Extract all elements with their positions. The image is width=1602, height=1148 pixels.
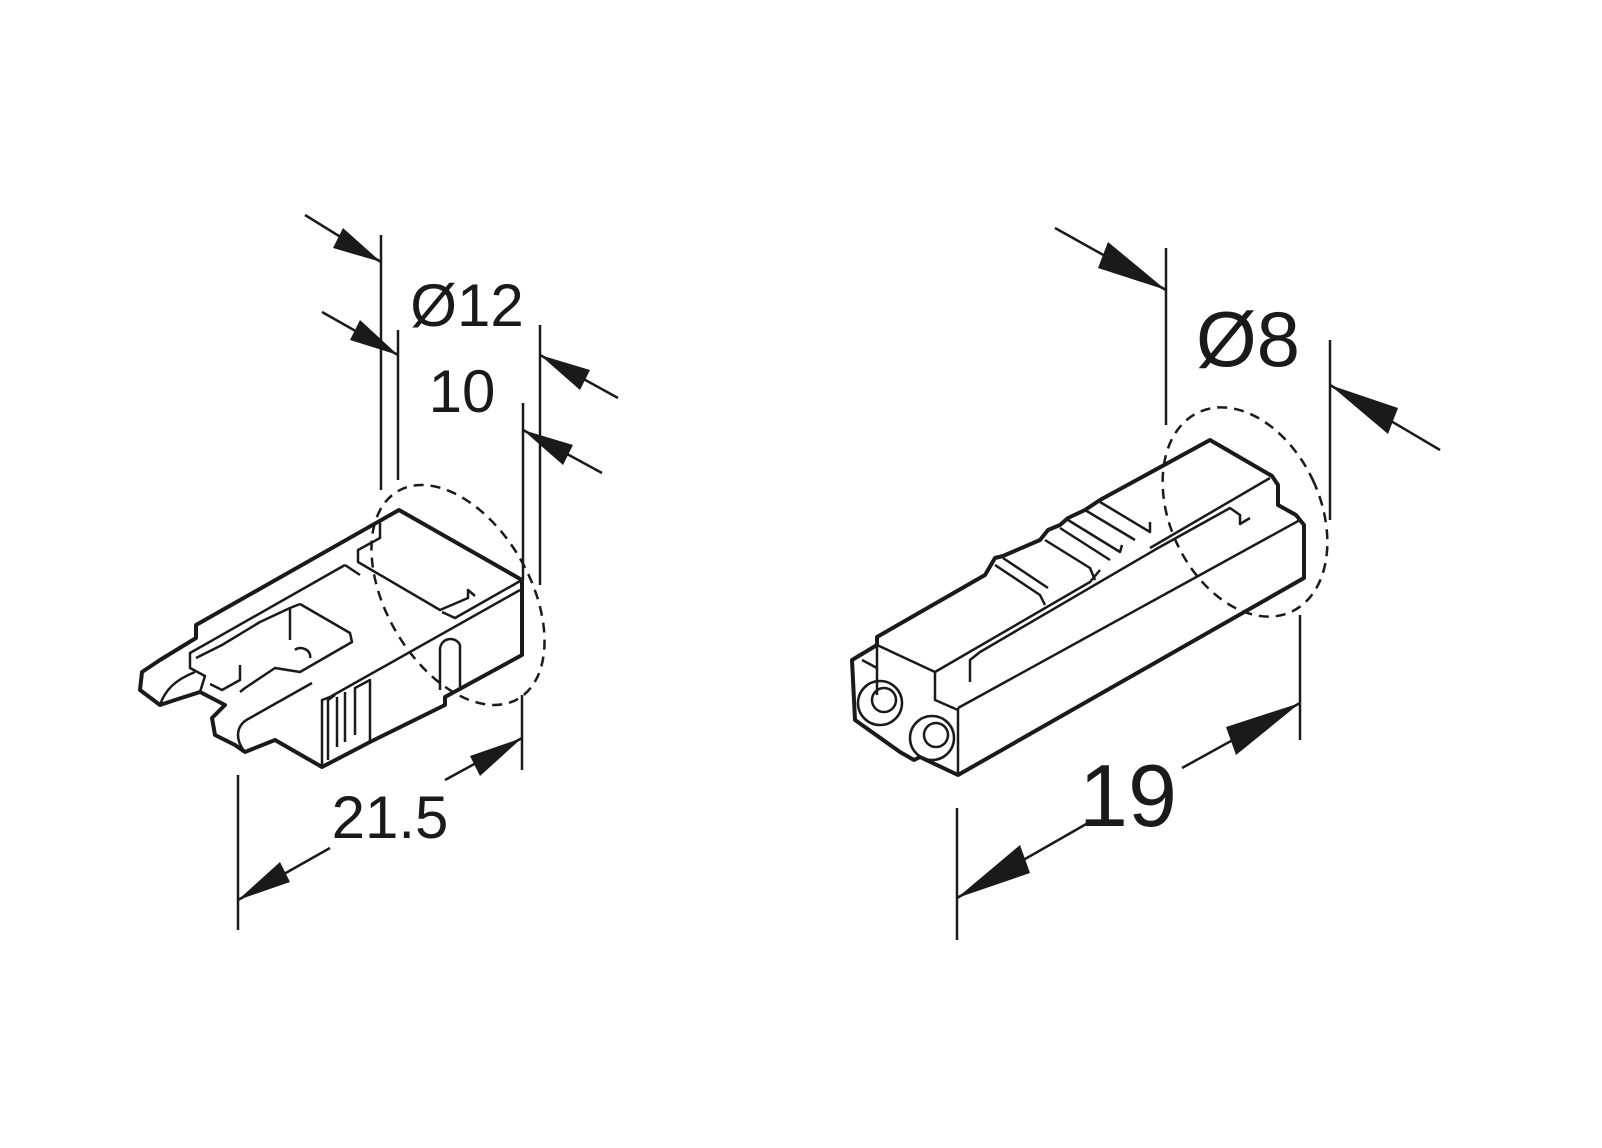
right-dimensions: Ø8 19	[955, 226, 1441, 940]
arrow-head	[957, 845, 1030, 898]
socket-hole	[908, 714, 956, 762]
left-diameter-label: Ø12	[410, 272, 523, 339]
left-length-label: 21.5	[332, 784, 449, 851]
socket-hole	[856, 679, 904, 727]
left-dimensions: Ø12 10 21.5	[236, 213, 619, 930]
right-diameter-label: Ø8	[1196, 295, 1300, 383]
arrow-head	[523, 430, 573, 465]
arrow-head	[1098, 242, 1166, 290]
arrow-head	[350, 320, 398, 355]
arrow-head	[238, 862, 290, 900]
arrow-head	[470, 738, 522, 776]
arrow-head	[540, 355, 590, 390]
arrow-head	[333, 228, 381, 262]
left-width-label: 10	[429, 358, 496, 425]
arrow-head	[1226, 703, 1300, 755]
right-envelope-circle	[1161, 406, 1329, 618]
right-connector	[850, 438, 1306, 777]
socket-hole-inner	[870, 686, 898, 714]
socket-hole-inner	[922, 721, 950, 749]
arrow-head	[1330, 385, 1398, 434]
left-envelope-circle	[370, 483, 546, 707]
right-length-label: 19	[1079, 746, 1177, 845]
left-connector	[138, 508, 524, 769]
